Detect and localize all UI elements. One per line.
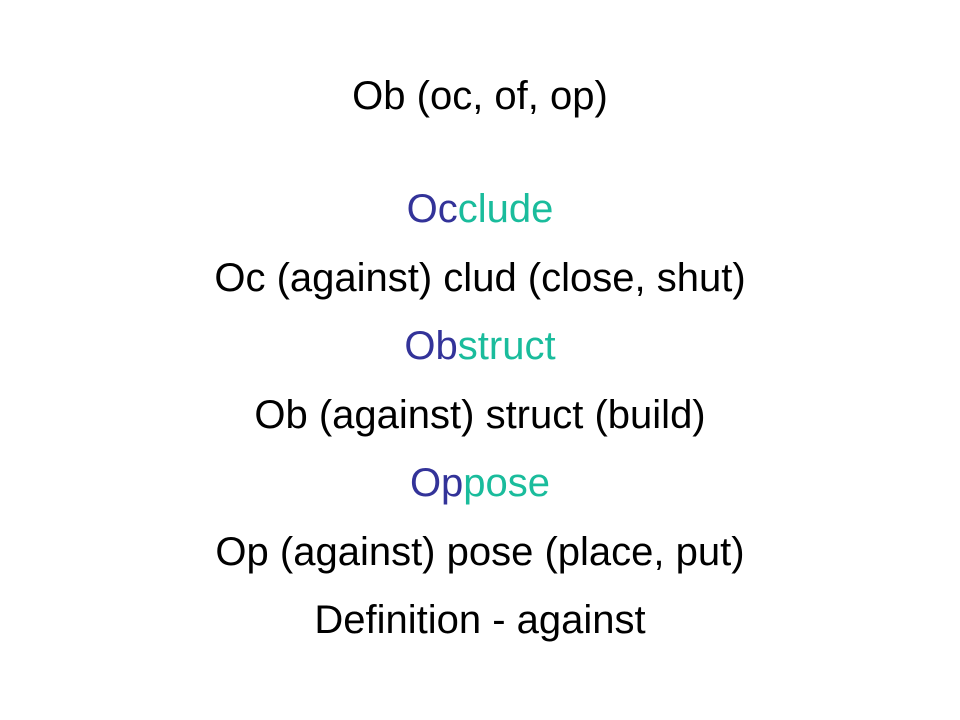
word-root: struct [457,324,556,368]
definition-line: Definition - against [314,598,646,642]
word-prefix: Ob [404,324,458,368]
word-obstruct: Obstruct [0,318,960,387]
slide-title: Ob (oc, of, op) [352,74,608,118]
word-occlude: Occlude [0,181,960,250]
word-oppose: Oppose [0,455,960,524]
word-prefix: Oc [406,187,458,231]
word-prefix: Op [409,461,464,505]
word-breakdown-oppose: Op (against) pose (place, put) [215,529,745,574]
slide-body: Occlude Oc (against) clud (close, shut) … [0,181,960,661]
word-root: clude [457,187,554,231]
word-breakdown-obstruct: Ob (against) struct (build) [254,392,706,437]
word-breakdown-occlude: Oc (against) clud (close, shut) [214,255,746,300]
word-root: pose [463,461,551,505]
